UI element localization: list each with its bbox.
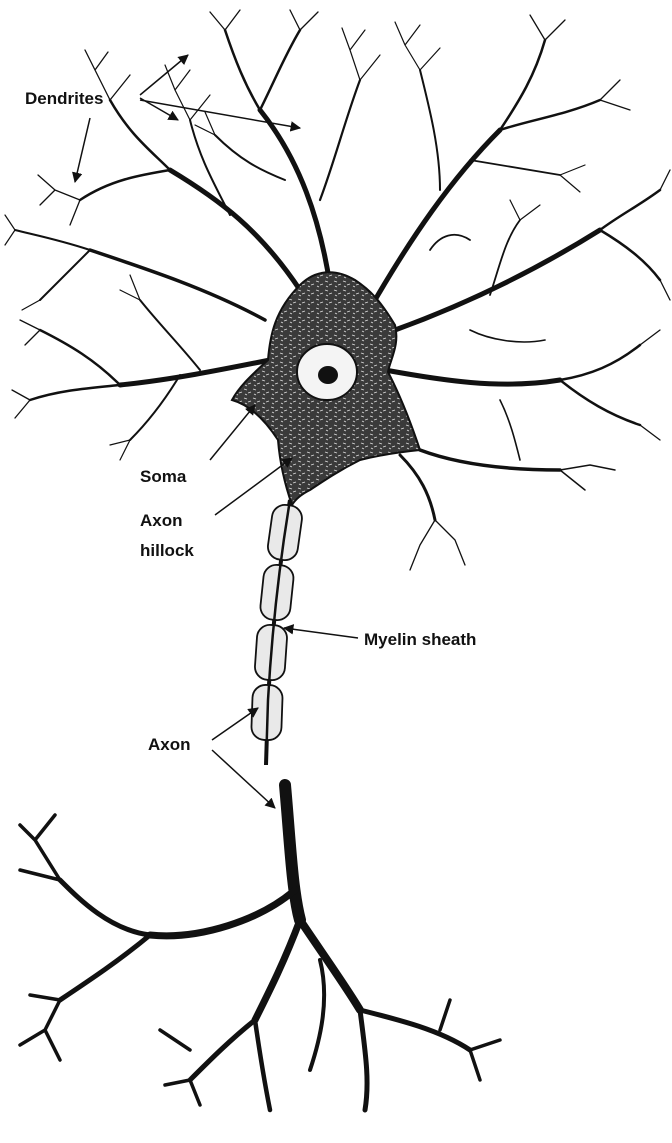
dendrites-pointer-4	[75, 118, 90, 182]
soma-pointer	[210, 405, 255, 460]
label-dendrites: Dendrites	[25, 89, 103, 108]
label-soma: Soma	[140, 467, 187, 486]
dendrite-far-left	[5, 215, 265, 320]
dendrite-lower-right	[385, 330, 660, 490]
dendrites-pointer-1	[140, 55, 188, 95]
nucleolus	[318, 366, 338, 384]
label-myelin-sheath: Myelin sheath	[364, 630, 476, 649]
dendrites-pointer-3	[140, 100, 300, 128]
myelin-sheath	[251, 503, 304, 740]
label-axon-hillock-line1: Axon	[140, 511, 183, 530]
label-axon-hillock-line2: hillock	[140, 541, 194, 560]
soma-body	[232, 272, 420, 505]
axon-terminal	[20, 785, 500, 1110]
myelin-sheath-pointer	[284, 628, 358, 638]
dendrite-upper-center	[195, 10, 380, 285]
dendrite-lower-middle	[400, 455, 465, 570]
label-axon: Axon	[148, 735, 191, 754]
axon-myelinated	[251, 500, 304, 765]
dendrite-right	[395, 170, 670, 330]
